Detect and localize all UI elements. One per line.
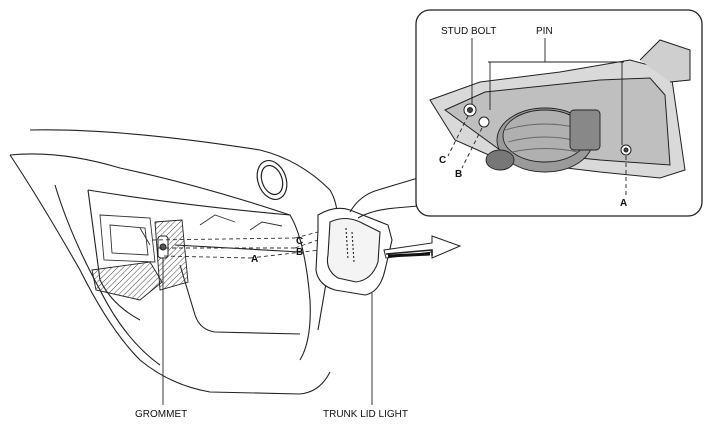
lid-round-hole (256, 160, 288, 200)
detail-point-c-label: C (439, 155, 446, 166)
trunk-lid-light-part (315, 207, 393, 296)
detail-point-a-label: A (620, 198, 627, 209)
detail-point-leaders (447, 115, 627, 195)
pin-label: PIN (536, 26, 553, 37)
alignment-dashed-lines (151, 231, 321, 259)
grommet-part (157, 235, 169, 259)
stud-bolt-label: STUD BOLT (441, 26, 496, 37)
removal-direction-arrow (383, 235, 462, 259)
lid-point-b-label: B (296, 247, 303, 258)
detail-bulb-socket (485, 107, 601, 173)
detail-fastener-points (463, 103, 632, 156)
detail-callout-tail (349, 177, 419, 219)
lid-inner-panel (99, 214, 283, 263)
detail-point-b-label: B (455, 169, 462, 180)
lid-point-c-label: C (296, 236, 303, 247)
pin-bracket-lines (488, 38, 624, 145)
trunk-lid-outline (9, 129, 338, 395)
lid-point-a-label: A (251, 254, 258, 265)
trunk-lid-light-label: TRUNK LID LIGHT (323, 409, 408, 420)
grommet-label: GROMMET (135, 409, 187, 420)
